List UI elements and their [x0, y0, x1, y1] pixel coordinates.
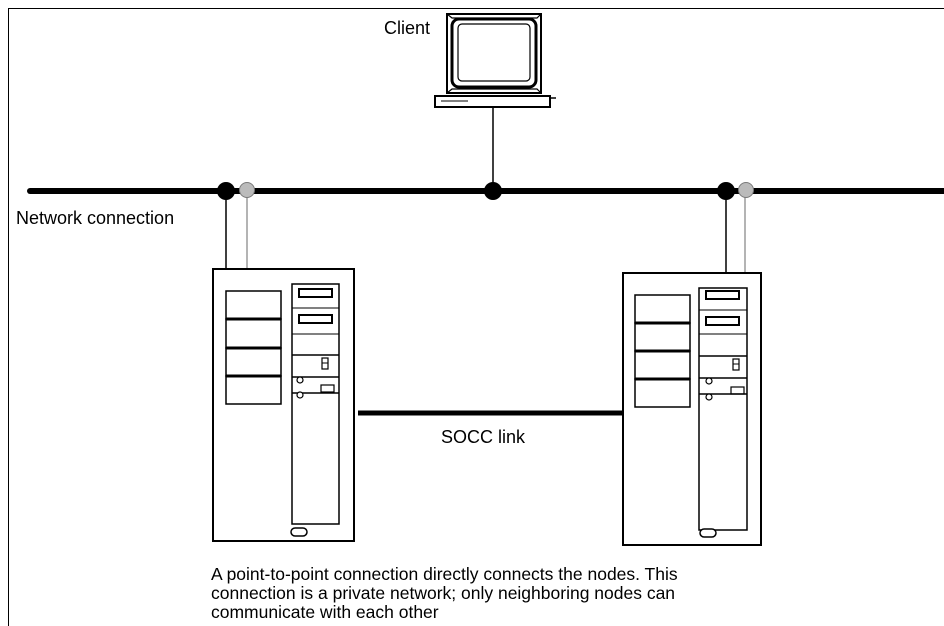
left-server-secondary-junction-dot: [239, 182, 255, 198]
right-server-icon: [622, 272, 762, 546]
left-server-icon: [212, 268, 355, 542]
client-computer-icon: [434, 13, 556, 108]
client-junction-dot: [484, 182, 502, 200]
network-connection-label: Network connection: [16, 208, 175, 228]
right-server-junction-dot: [717, 182, 735, 200]
client-label: Client: [384, 18, 431, 38]
diagram-frame: [8, 8, 944, 626]
left-server-junction-dot: [217, 182, 235, 200]
socc-link-label: SOCC link: [441, 427, 526, 447]
right-server-secondary-junction-dot: [738, 182, 754, 198]
diagram-caption: A point-to-point connection directly con…: [211, 564, 678, 622]
